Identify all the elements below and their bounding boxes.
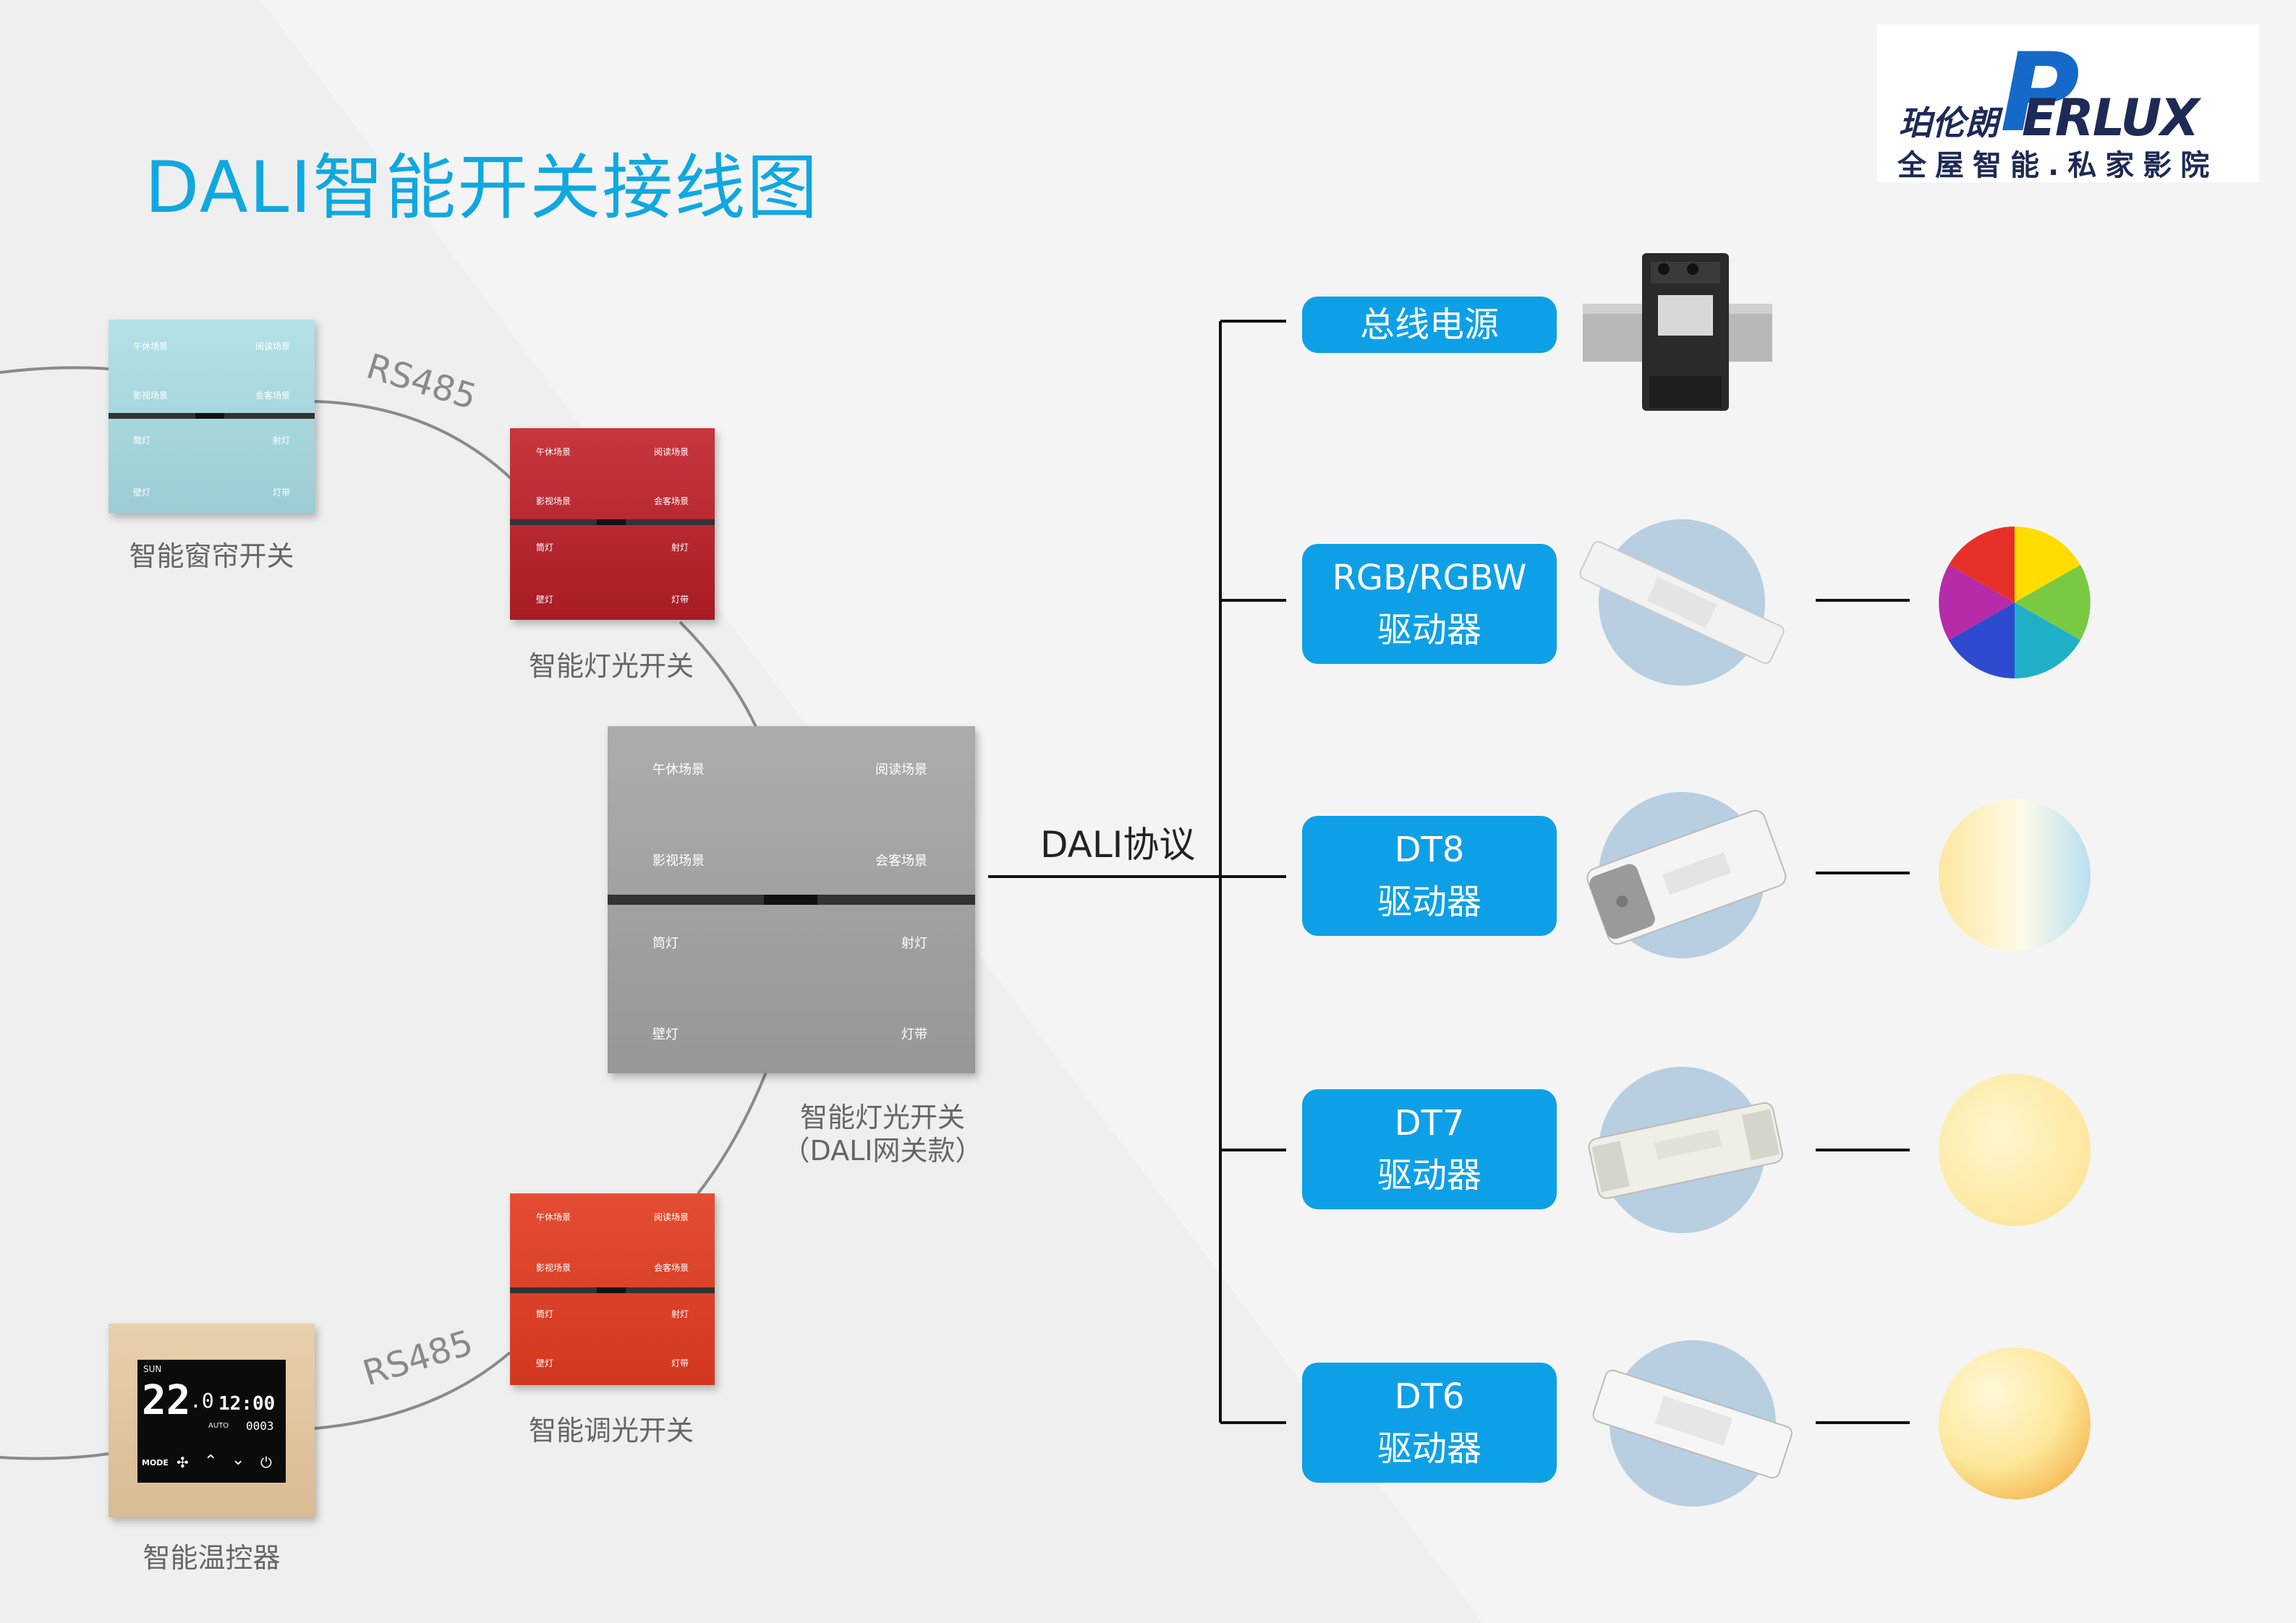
panel-button[interactable]: 午休场景 (536, 1212, 571, 1222)
panel-indicator (597, 1287, 626, 1293)
panel-button[interactable]: 筒灯 (133, 435, 151, 446)
dimmer-switch-caption: 智能调光开关 (528, 1415, 694, 1447)
thermostat-temperature: 22 (142, 1377, 191, 1424)
fan-icon[interactable]: ✣ (177, 1454, 189, 1471)
panel-indicator (597, 519, 626, 525)
dt7-driver-label-2: 驱动器 (1377, 1155, 1481, 1196)
panel-button[interactable]: 灯带 (671, 595, 689, 605)
panel-button[interactable]: 射灯 (901, 936, 927, 951)
panel-button[interactable]: 壁灯 (536, 1358, 554, 1368)
dt7-driver-button[interactable]: DT7 驱动器 (1302, 1089, 1557, 1209)
panel-button[interactable]: 影视场景 (133, 391, 169, 401)
thermostat-caption: 智能温控器 (143, 1542, 281, 1574)
bus-power-button[interactable]: 总线电源 (1302, 297, 1557, 353)
panel-button[interactable]: 阅读场景 (653, 447, 689, 457)
logo-slogan: 全屋智能.私家影院 (1897, 149, 2219, 182)
gateway-switch-panel: 午休场景 阅读场景 影视场景 会客场景 筒灯 射灯 壁灯 灯带 (608, 726, 975, 1073)
power-icon[interactable]: ⏻ (260, 1454, 272, 1471)
panel-button[interactable]: 射灯 (671, 1309, 689, 1319)
panel-button[interactable]: 会客场景 (653, 1263, 689, 1273)
dimmer-switch-panel: 午休场景 阅读场景 影视场景 会客场景 筒灯 射灯 壁灯 灯带 (510, 1193, 715, 1385)
curtain-switch-panel: 午休场景 阅读场景 影视场景 会客场景 筒灯 射灯 壁灯 灯带 (109, 320, 315, 514)
thermostat-temperature-decimal: .0 (190, 1389, 214, 1413)
panel-button[interactable]: 阅读场景 (653, 1212, 689, 1222)
panel-button[interactable]: 会客场景 (255, 391, 290, 401)
thermostat-time: 12:00 (218, 1393, 276, 1415)
dt8-driver-label-2: 驱动器 (1377, 882, 1481, 922)
panel-button[interactable]: 会客场景 (875, 853, 927, 869)
panel-button[interactable]: 午休场景 (652, 762, 705, 778)
panel-indicator (195, 413, 224, 419)
panel-button[interactable]: 阅读场景 (875, 762, 927, 778)
down-arrow-icon[interactable]: ⌄ (231, 1451, 245, 1469)
panel-button[interactable]: 灯带 (901, 1027, 927, 1042)
panel-button[interactable]: 筒灯 (536, 1309, 554, 1319)
panel-button[interactable]: 射灯 (272, 435, 290, 446)
dt6-driver-button[interactable]: DT6 驱动器 (1302, 1363, 1557, 1483)
mode-button[interactable]: MODE (142, 1458, 169, 1467)
page-title: DALI智能开关接线图 (145, 147, 820, 229)
dt8-driver-button[interactable]: DT8 驱动器 (1302, 816, 1557, 936)
logo-brand-cn: 珀伦朗 (1899, 103, 1999, 142)
thermostat-counter: 0003 (246, 1419, 274, 1433)
rgb-driver-image (1579, 540, 1785, 665)
brand-logo: P 珀伦朗 ERLUX 全屋智能.私家影院 (1877, 25, 2259, 182)
panel-button[interactable]: 壁灯 (536, 595, 554, 605)
logo-initial: P (2000, 30, 2080, 156)
warm-light-sample (1939, 1347, 2091, 1499)
dali-protocol-label: DALI协议 (1040, 824, 1196, 866)
panel-button[interactable]: 影视场景 (536, 496, 571, 506)
curtain-switch-caption: 智能窗帘开关 (129, 540, 294, 572)
up-arrow-icon[interactable]: ⌃ (204, 1452, 218, 1470)
panel-button[interactable]: 午休场景 (536, 447, 571, 457)
thermostat-screen: SUN 22 .0 12:00 AUTO 0003 MODE ✣ ⌃ ⌄ ⏻ (137, 1360, 286, 1483)
tunable-white-sample (1939, 799, 2091, 951)
panel-button[interactable]: 会客场景 (653, 496, 689, 506)
panel-button[interactable]: 阅读场景 (255, 341, 290, 352)
dt8-driver-image (1586, 809, 1787, 945)
panel-button[interactable]: 壁灯 (652, 1027, 679, 1042)
bus-power-label: 总线电源 (1359, 304, 1499, 345)
rgb-color-wheel (1939, 527, 2091, 678)
dt8-driver-label-1: DT8 (1394, 830, 1465, 870)
panel-button[interactable]: 射灯 (671, 542, 689, 553)
light-switch-caption: 智能灯光开关 (528, 650, 694, 682)
thermostat-panel: SUN 22 .0 12:00 AUTO 0003 MODE ✣ ⌃ ⌄ ⏻ (109, 1324, 315, 1517)
dt7-driver-label-1: DT7 (1394, 1103, 1465, 1143)
panel-button[interactable]: 影视场景 (652, 853, 705, 869)
panel-button[interactable]: 筒灯 (652, 936, 679, 951)
dt6-driver-image (1592, 1369, 1793, 1479)
logo-brand-en: ERLUX (2022, 88, 2199, 148)
panel-button[interactable]: 筒灯 (536, 542, 554, 553)
thermostat-day: SUN (143, 1364, 162, 1374)
panel-button[interactable]: 灯带 (272, 487, 290, 498)
light-switch-panel: 午休场景 阅读场景 影视场景 会客场景 筒灯 射灯 壁灯 灯带 (510, 428, 715, 620)
panel-button[interactable]: 午休场景 (133, 341, 169, 352)
rgb-driver-button[interactable]: RGB/RGBW 驱动器 (1302, 544, 1557, 664)
thermostat-auto: AUTO (208, 1422, 229, 1430)
panel-button[interactable]: 灯带 (671, 1358, 689, 1368)
panel-indicator (764, 895, 817, 905)
bus-power-supply-image (1583, 253, 1772, 411)
dt7-driver-image (1588, 1102, 1783, 1199)
gateway-switch-caption-line2: （DALI网关款） (782, 1135, 983, 1167)
rgb-driver-label-2: 驱动器 (1377, 610, 1481, 650)
panel-button[interactable]: 壁灯 (133, 487, 151, 498)
rgb-driver-label-1: RGB/RGBW (1332, 558, 1527, 598)
dim-warm-sample (1939, 1074, 2091, 1226)
dt6-driver-label-2: 驱动器 (1377, 1428, 1481, 1469)
panel-button[interactable]: 影视场景 (536, 1263, 571, 1273)
gateway-switch-caption-line1: 智能灯光开关 (799, 1102, 965, 1133)
dt6-driver-label-1: DT6 (1394, 1376, 1465, 1417)
